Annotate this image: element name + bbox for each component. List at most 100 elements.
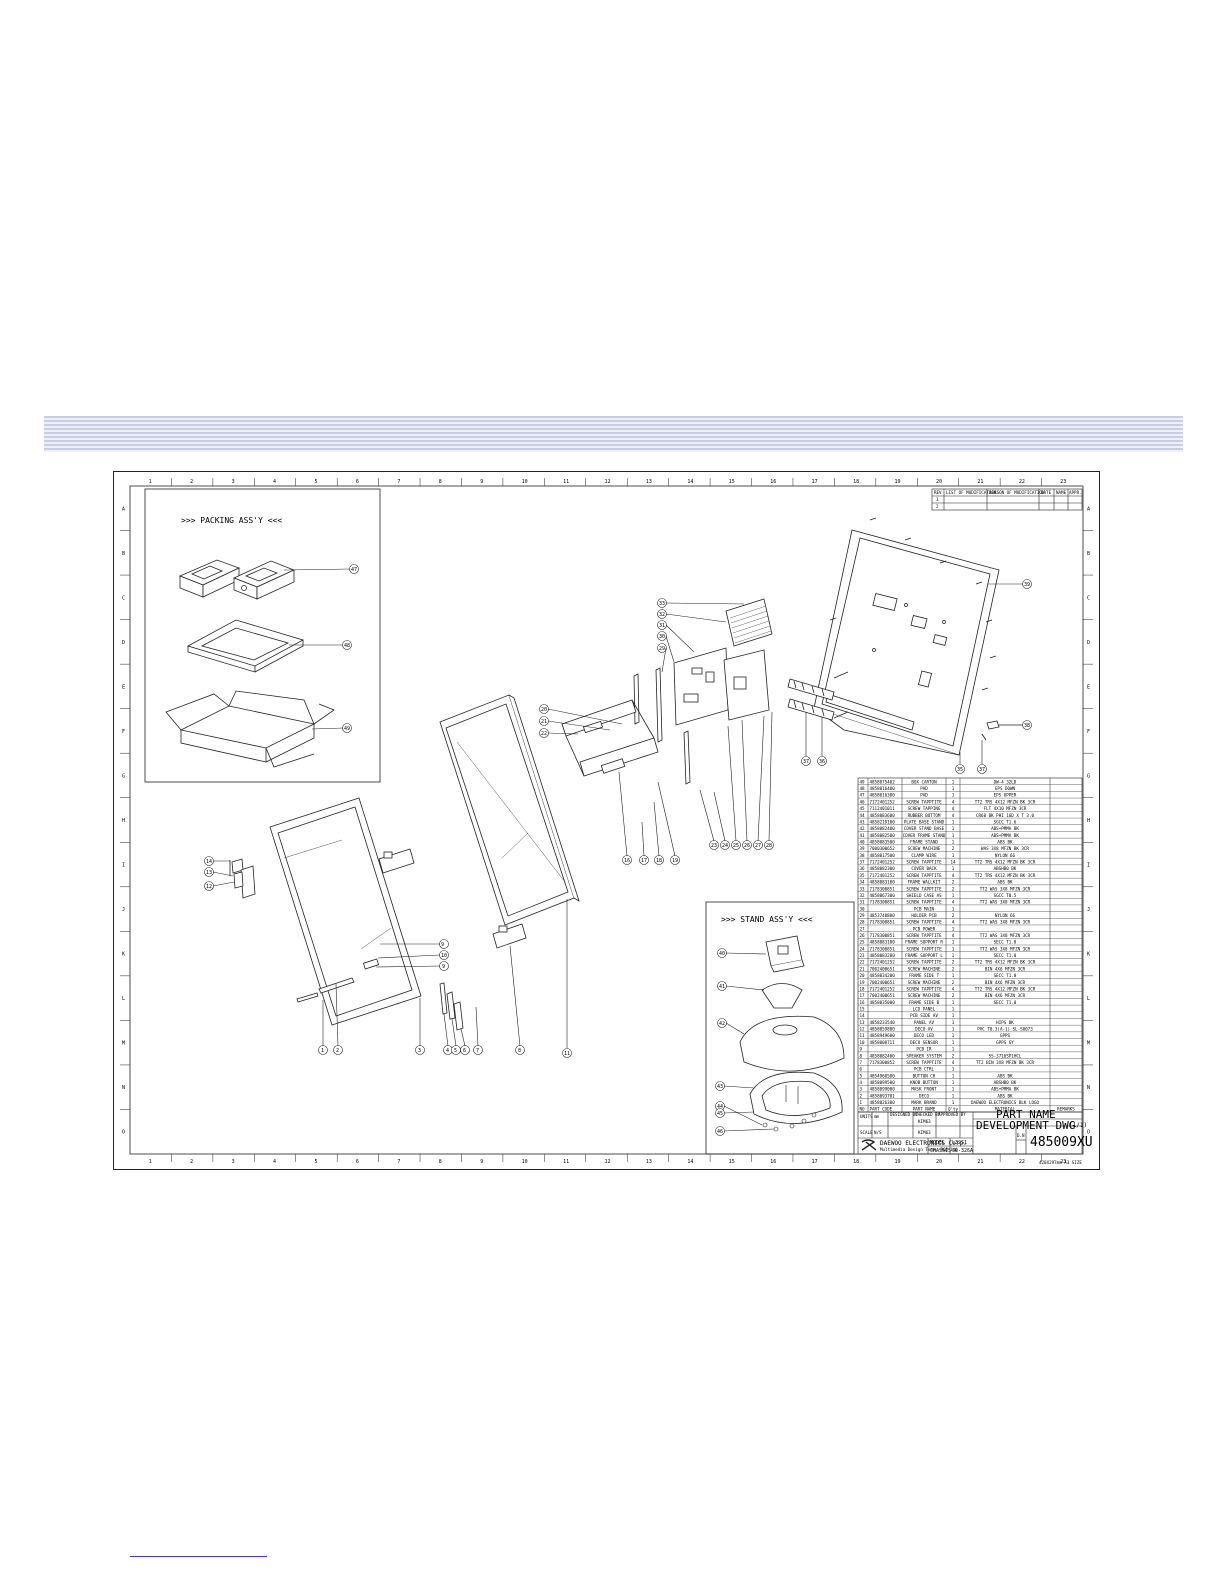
grid-row-label: A — [122, 506, 125, 512]
callout-9: 9 — [442, 964, 445, 970]
bom-no: 44 — [860, 813, 866, 818]
bom-no: 35 — [860, 873, 866, 878]
callout-42: 42 — [719, 1021, 725, 1027]
bom-part-name: SCREW MACHINE — [908, 980, 941, 985]
bom-material: SS-3716SP1HCL — [989, 1053, 1022, 1058]
company-sub: Multimedia Design Team, R&D Lab. — [880, 1147, 961, 1152]
bom-part-name: BOX CARTON — [911, 779, 937, 784]
bom-material: DW-4 32LD — [994, 779, 1017, 784]
bom-qty: 1 — [952, 853, 955, 858]
bom-qty: 2 — [952, 1053, 955, 1058]
bom-material: WAS 3X8 MFZN BK 3CR — [981, 846, 1029, 851]
bom-part-code: 4858099500 — [870, 1080, 896, 1085]
approved-by-label: APPROVED BY — [938, 1112, 966, 1117]
bom-qty: 1 — [952, 926, 955, 931]
eps-pads — [178, 559, 296, 600]
bom-material: FLT 4X10 MFZN 3CR — [984, 806, 1027, 811]
bom-qty: 1 — [952, 1033, 955, 1038]
grid-row-label: C — [1087, 595, 1090, 601]
bom-part-name: SCREW TAPPTITE — [906, 960, 942, 965]
stand-title: >>> STAND ASS'Y <<< — [721, 915, 813, 924]
callout-3: 3 — [418, 1048, 421, 1054]
bom-part-name: SCREW TAPPTITE — [906, 860, 942, 865]
callout-5: 5 — [454, 1048, 457, 1054]
bom-no: 12 — [860, 1027, 866, 1032]
grid-col-label: 9 — [480, 1159, 483, 1165]
bom-qty: 2 — [952, 913, 955, 918]
bom-part-code: 4858099000 — [870, 1087, 896, 1092]
callout-24: 24 — [722, 843, 728, 849]
bom-qty: 1 — [952, 826, 955, 831]
bom-no: 28 — [860, 920, 866, 925]
bom-part-name: FRAME SUPPORT R — [905, 940, 943, 945]
bom-part-code: 4858016400 — [870, 786, 896, 791]
callout-47: 47 — [351, 567, 357, 573]
bom-material: BIN 4X6 MFZN 3CR — [985, 993, 1026, 998]
part-name-label: PART NAME — [996, 1108, 1056, 1121]
grid-row-label: L — [122, 996, 125, 1002]
bom-qty: 1 — [952, 973, 955, 978]
grid-col-label: 23 — [1060, 479, 1066, 485]
bom-no: 13 — [860, 1020, 866, 1025]
back-screws — [829, 517, 997, 741]
bom-part-code: 4858219100 — [870, 819, 896, 824]
bom-no: 24 — [860, 946, 866, 951]
bom-qty: 1 — [952, 1013, 955, 1018]
grid-col-label: 3 — [232, 1159, 235, 1165]
grid-col-label: 5 — [314, 1159, 317, 1165]
bom-no: 39 — [860, 846, 866, 851]
grid-col-label: 22 — [1019, 1159, 1025, 1165]
bom-qty: 2 — [952, 966, 955, 971]
bom-part-name: FRAME SIDE B — [909, 1000, 940, 1005]
grid-col-label: 4 — [273, 479, 276, 485]
bom-no: 22 — [860, 960, 866, 965]
callout-2: 2 — [336, 1048, 339, 1054]
bom-qty: 1 — [952, 793, 955, 798]
bom-qty: 4 — [952, 933, 955, 938]
bom-part-code: 4858082400 — [870, 1053, 896, 1058]
company-name: DAEWOO ELECTRONICS Corp. — [880, 1140, 967, 1147]
bom-no: 34 — [860, 880, 866, 885]
bom-material: TT2 BIN 3X8 MFZN BK 3CR — [976, 1060, 1034, 1065]
grid-col-label: 3 — [232, 479, 235, 485]
bom-part-code: 4858008711 — [870, 1040, 896, 1045]
bom-no: 8 — [860, 1053, 863, 1058]
bom-material: HIPS BK — [996, 1020, 1014, 1025]
bom-qty: 1 — [952, 1027, 955, 1032]
callout-12: 12 — [206, 884, 212, 890]
callout-11: 9 — [441, 942, 444, 948]
bom-part-code: 4858035000 — [870, 1000, 896, 1005]
bom-no: 2 — [860, 1093, 863, 1098]
callout-8: 8 — [518, 1048, 521, 1054]
bom-qty: 2 — [952, 980, 955, 985]
grid-col-label: 10 — [522, 1159, 528, 1165]
callout-17: 17 — [641, 858, 647, 864]
part-name: DEVELOPMENT DWG — [976, 1119, 1075, 1132]
callout-40: 40 — [719, 951, 725, 957]
bom-part-code: 7172401252 — [870, 873, 896, 878]
grid-col-label: 17 — [812, 479, 818, 485]
bom-part-code: 7178300851 — [870, 933, 896, 938]
bom-part-name: COVER FRAME STAND — [903, 833, 946, 838]
bom-qty: 1 — [952, 946, 955, 951]
bom-qty: 2 — [952, 846, 955, 851]
bom-qty: 4 — [952, 986, 955, 991]
bom-qty: 1 — [952, 1080, 955, 1085]
callout-4: 4 — [446, 1048, 449, 1054]
bom-part-name: FRAME STAND — [910, 840, 938, 845]
bom-part-name: DECO AV — [915, 1027, 933, 1032]
grid-col-label: 13 — [646, 479, 652, 485]
drawing-number: 485009XU — [1030, 1135, 1093, 1150]
